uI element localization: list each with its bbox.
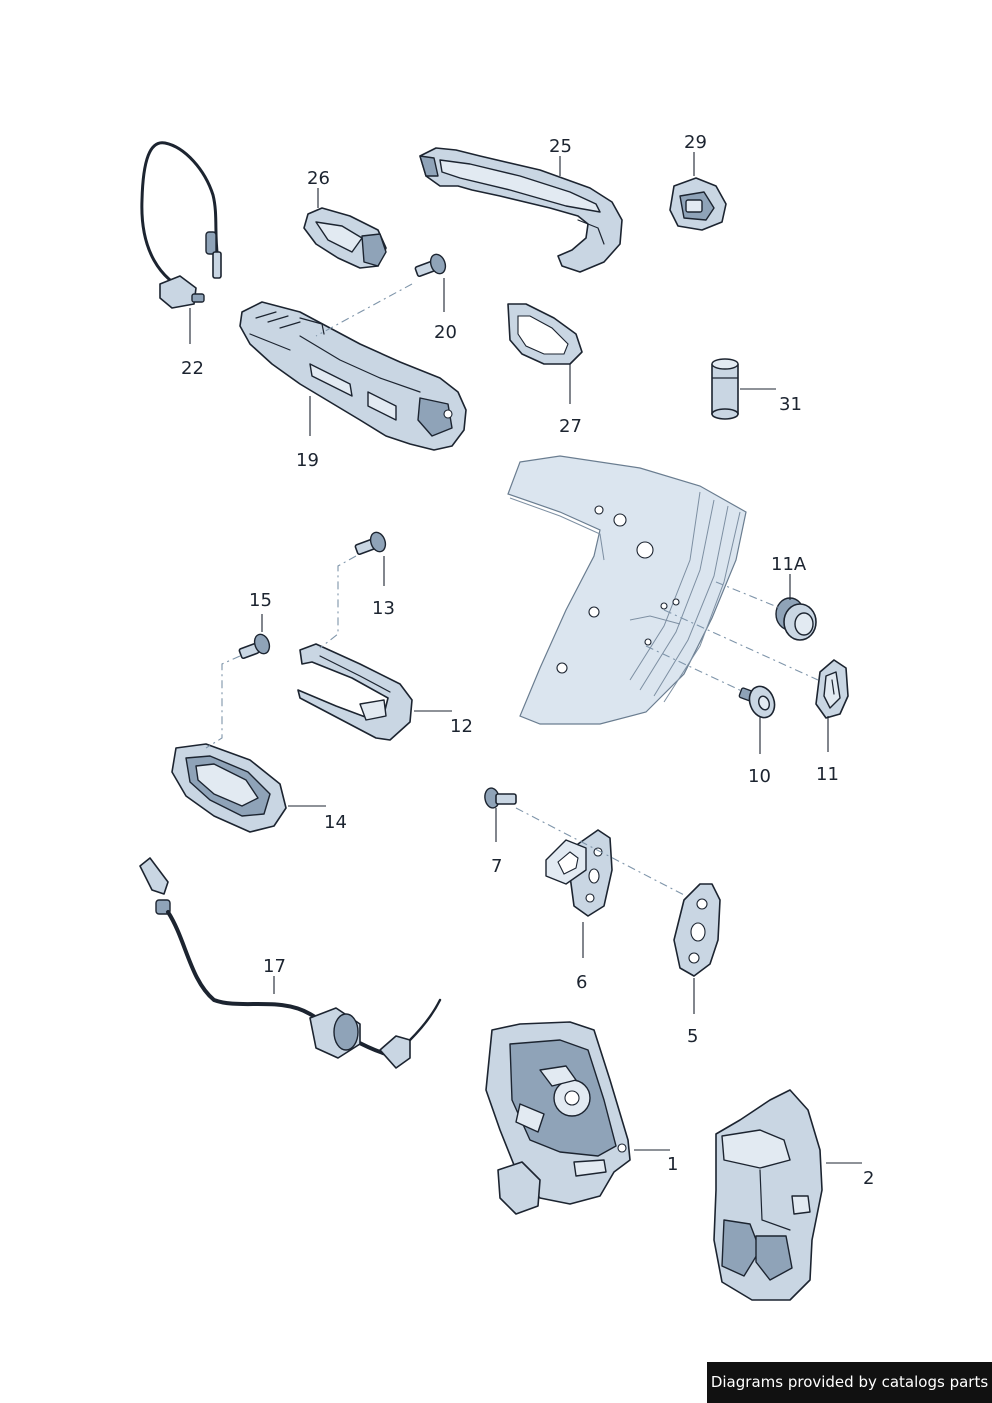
part-19-handle-carrier[interactable] — [239, 301, 467, 451]
callout-17: 17 — [263, 956, 286, 977]
callout-11: 11 — [816, 764, 839, 785]
leader-lines — [189, 152, 862, 1164]
part-15-screw[interactable] — [238, 632, 272, 660]
callout-6: 6 — [576, 972, 587, 993]
part-10-clip[interactable] — [738, 683, 779, 721]
callout-20: 20 — [434, 322, 457, 343]
part-17-cable[interactable] — [139, 857, 442, 1069]
callout-25: 25 — [549, 136, 572, 157]
part-14-inner-handle[interactable] — [171, 743, 287, 833]
callout-12: 12 — [450, 716, 473, 737]
part-1-door-lock[interactable] — [485, 1021, 631, 1215]
callout-19: 19 — [296, 450, 319, 471]
callout-14: 14 — [324, 812, 347, 833]
callout-7: 7 — [491, 856, 502, 877]
callout-13: 13 — [372, 598, 395, 619]
callout-27: 27 — [559, 416, 582, 437]
callout-26: 26 — [307, 168, 330, 189]
part-11-cover-plate[interactable] — [815, 659, 849, 719]
part-7-screw[interactable] — [483, 787, 517, 809]
part-13-screw[interactable] — [354, 530, 388, 556]
callout-1: 1 — [667, 1154, 678, 1175]
callout-29: 29 — [684, 132, 707, 153]
part-27-gasket[interactable] — [507, 303, 583, 365]
assembly-lines — [205, 283, 819, 897]
part-29-end-cap[interactable] — [669, 177, 727, 231]
part-31-sleeve[interactable] — [711, 358, 739, 420]
part-22-cable[interactable] — [140, 141, 222, 309]
part-6-striker[interactable] — [545, 829, 613, 917]
door-frame-panel — [507, 455, 747, 725]
callout-31: 31 — [779, 394, 802, 415]
callout-5: 5 — [687, 1026, 698, 1047]
callout-2: 2 — [863, 1168, 874, 1189]
callout-labels: 22 19 26 20 25 29 27 31 11A 13 15 12 10 … — [181, 132, 874, 1189]
part-2-lock-cover[interactable] — [713, 1089, 823, 1301]
part-25-door-handle[interactable] — [419, 147, 623, 273]
part-11a-grommet[interactable] — [775, 597, 817, 641]
part-5-plate[interactable] — [673, 883, 721, 977]
part-20-screw[interactable] — [414, 252, 448, 278]
callout-22: 22 — [181, 358, 204, 379]
callout-10: 10 — [748, 766, 771, 787]
callout-11a: 11A — [771, 554, 807, 575]
callout-15: 15 — [249, 590, 272, 611]
part-26-cap[interactable] — [303, 207, 387, 269]
credit-banner: Diagrams provided by catalogs parts — [707, 1362, 992, 1403]
part-12-bracket[interactable] — [297, 643, 413, 741]
